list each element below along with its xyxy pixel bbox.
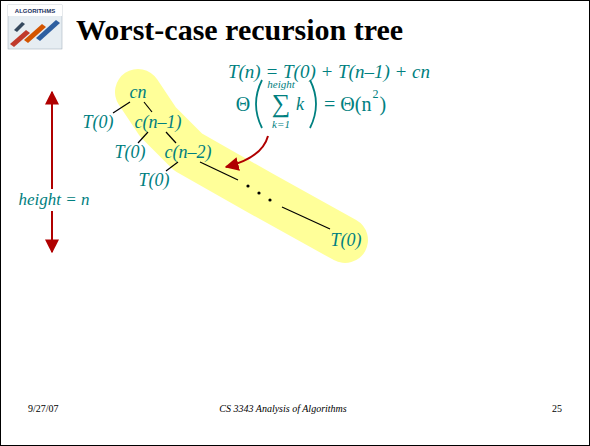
height-label: height = n [17, 189, 92, 211]
sum-lower-limit: k=1 [272, 118, 290, 131]
tree-node: c(n–1) [135, 112, 182, 133]
tree-leaf: T(0) [139, 170, 170, 191]
slide-title: Worst-case recursion tree [76, 13, 403, 48]
result-text: = Θ(n [324, 93, 371, 116]
sum-upper-limit: height [267, 78, 295, 91]
sum-term: k [296, 94, 304, 115]
ellipsis-dots [246, 184, 271, 201]
tree-node: c(n–2) [165, 142, 212, 163]
tree-leaf: T(0) [115, 142, 146, 163]
tree-node: cn [130, 82, 147, 103]
footer-page: 25 [552, 403, 562, 415]
sum-symbol: ∑ [272, 89, 291, 119]
closing-paren: ) [379, 93, 386, 116]
exponent: 2 [372, 88, 378, 102]
book-logo [8, 5, 62, 49]
callout-arrow [226, 136, 268, 167]
logo-text: ALGORITHMS [15, 8, 55, 15]
height-arrow [51, 92, 53, 252]
theta-symbol: Θ [236, 93, 250, 116]
recurrence-equation: T(n) = T(0) + T(n–1) + cn [228, 61, 430, 83]
tree-edges [113, 102, 330, 229]
tree-leaf: T(0) [83, 112, 114, 133]
tree-leaf: T(0) [331, 230, 362, 251]
footer-date: 9/27/07 [28, 403, 59, 415]
footer-course: CS 3343 Analysis of Algorithms [219, 403, 346, 415]
